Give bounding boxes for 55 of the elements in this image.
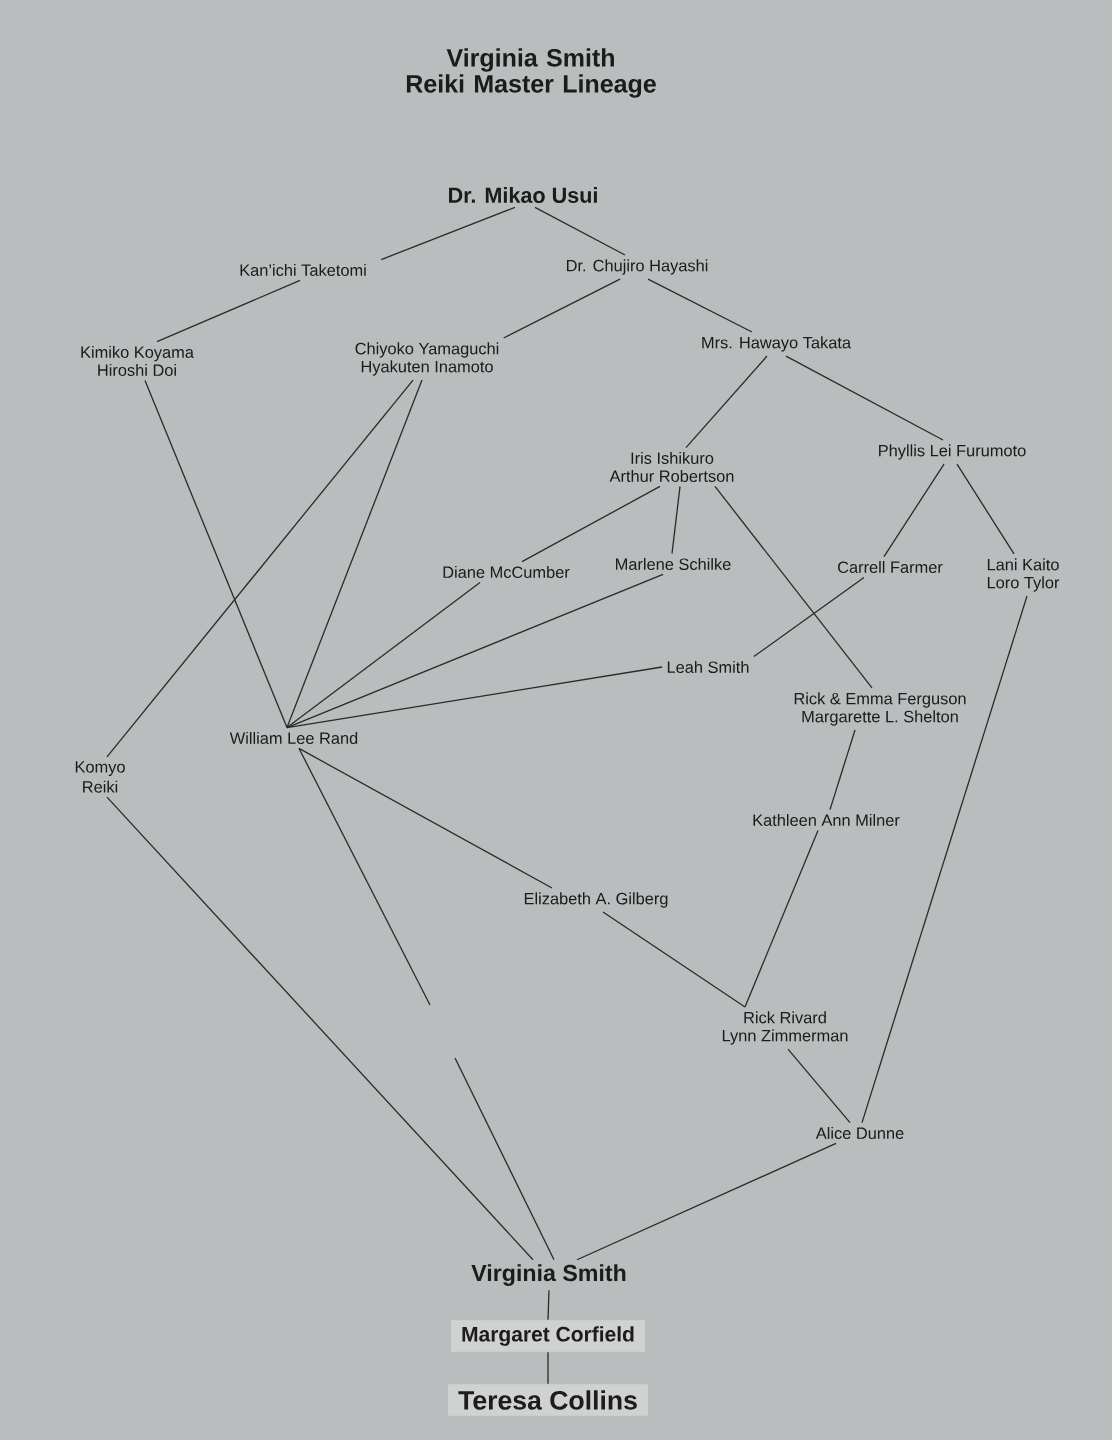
connector-line <box>829 729 856 811</box>
name-label: Rick Rivard Lynn Zimmerman <box>722 1011 848 1045</box>
connector-line <box>714 485 873 689</box>
connector-line <box>454 1057 555 1261</box>
connector-line <box>298 747 431 1006</box>
connector-line <box>685 355 768 449</box>
name-label: Diane McCumber <box>443 566 570 579</box>
title: Virginia Smith Reiki Master Lineage <box>406 48 656 98</box>
connector-line <box>503 278 621 339</box>
connector-line <box>156 279 301 343</box>
connector-line <box>286 573 664 729</box>
name-label: Komyo Reiki <box>75 761 125 793</box>
name-label: Kan’ichi Taketomi <box>240 264 366 277</box>
connector-line <box>286 379 423 729</box>
name-label: William Lee Rand <box>229 732 358 745</box>
connector-line <box>753 576 865 658</box>
name-label: Kimiko Koyama Hiroshi Doi <box>81 346 194 377</box>
connector-line <box>144 379 288 729</box>
name-label: Alice Dunne <box>815 1127 904 1140</box>
connector-line <box>106 379 414 758</box>
connector-line <box>547 1351 549 1385</box>
connector-line <box>861 595 1028 1124</box>
connector-line <box>647 278 753 333</box>
name-label: Elizabeth A. Gilberg <box>524 892 668 908</box>
name-label: Rick & Emma Ferguson Margarette L. Shelton <box>794 692 966 726</box>
connector-line <box>534 206 626 256</box>
connector-line <box>576 1142 837 1261</box>
connector-line <box>547 1289 550 1321</box>
name-label: Leah Smith <box>667 661 749 674</box>
connector-line <box>787 1048 851 1124</box>
name-label: Carrell Farmer <box>838 561 943 574</box>
connector-line <box>106 796 534 1261</box>
name-label: Phyllis Lei Furumoto <box>879 444 1026 460</box>
pasted-name-label: Teresa Collins <box>448 1384 648 1416</box>
name-label: Dr. Mikao Usui <box>449 187 597 203</box>
connector-line <box>298 747 553 889</box>
name-label: Marlene Schilke <box>616 558 731 571</box>
connector-line <box>671 485 681 555</box>
connector-line <box>956 463 1015 555</box>
connector-line <box>883 463 945 558</box>
connector-line <box>744 829 819 1008</box>
connector-line <box>785 355 944 441</box>
name-label: Kathleen Ann Milner <box>753 814 900 827</box>
connector-line <box>602 911 746 1008</box>
name-label: Lani Kaito Loro Tylor <box>987 558 1060 592</box>
name-label: Mrs. Hawayo Takata <box>702 336 852 352</box>
name-label: Iris Ishikuro Arthur Robertson <box>609 452 734 483</box>
connector-line <box>380 206 516 261</box>
connector-line <box>521 485 661 563</box>
name-label: Chiyoko Yamaguchi Hyakuten Inamoto <box>355 342 499 376</box>
connector-line <box>286 581 481 729</box>
name-label: Virginia Smith <box>471 1264 626 1286</box>
connector-line <box>286 666 663 729</box>
pasted-name-label: Margaret Corfield <box>451 1320 645 1352</box>
name-label: Dr. Chujiro Hayashi <box>566 259 708 275</box>
